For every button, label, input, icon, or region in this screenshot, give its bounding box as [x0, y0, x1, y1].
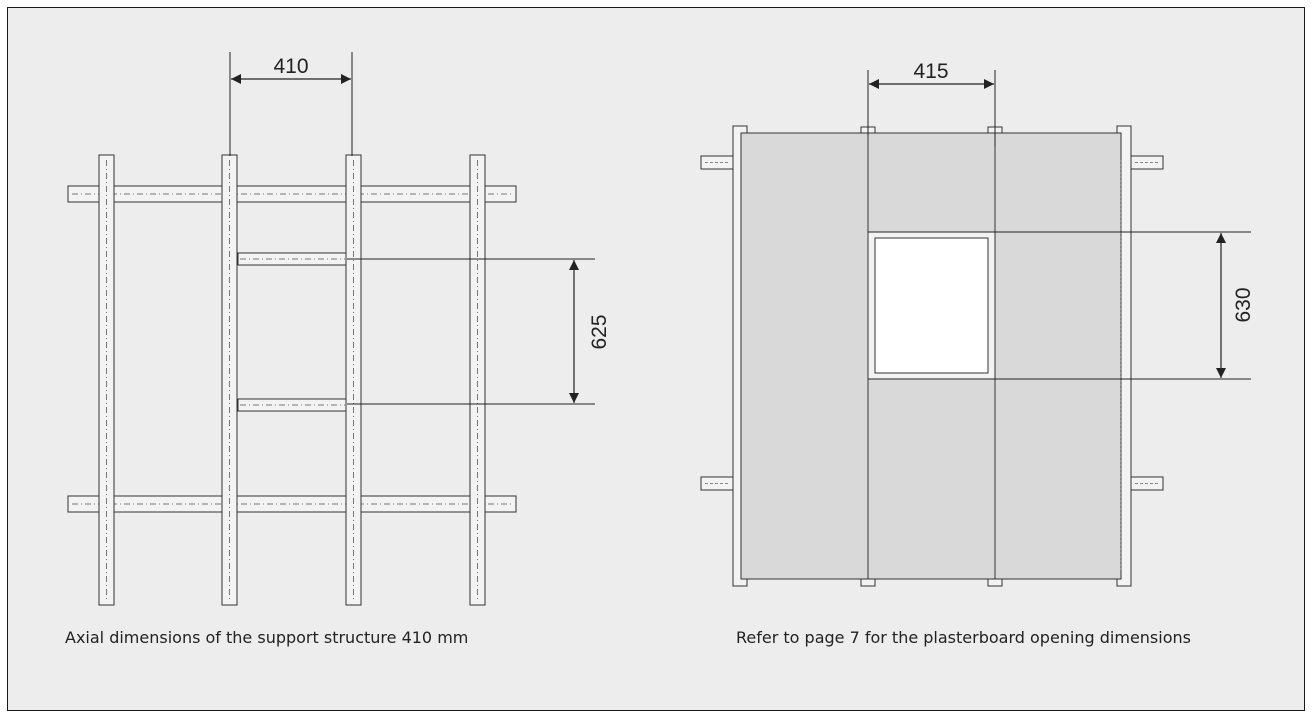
right-diagram-caption: Refer to page 7 for the plasterboard ope…	[736, 628, 1191, 647]
vertical-dimension-630: 630	[868, 231, 1255, 380]
stud-2	[221, 154, 238, 606]
bottom-rail	[67, 495, 517, 513]
left-diagram-caption: Axial dimensions of the support structur…	[65, 628, 469, 647]
stud-3	[345, 154, 362, 606]
top-rail	[67, 185, 517, 203]
support-structure-diagram: 410 625	[67, 52, 611, 606]
vertical-dimension-625: 625	[347, 258, 611, 405]
plasterboard-diagram: 415 630	[700, 60, 1255, 587]
horizontal-dimension-415: 415	[867, 60, 996, 146]
upper-noggin	[237, 252, 348, 266]
dimension-label-625: 625	[588, 314, 611, 349]
plasterboard-opening	[867, 231, 996, 380]
dimension-label-410: 410	[273, 55, 308, 78]
lower-noggin	[237, 398, 348, 412]
horizontal-dimension-410: 410	[229, 52, 353, 156]
dimension-label-415: 415	[913, 60, 948, 83]
stud-4	[469, 154, 486, 606]
stud-1	[98, 154, 115, 606]
dimension-label-630: 630	[1232, 287, 1255, 322]
